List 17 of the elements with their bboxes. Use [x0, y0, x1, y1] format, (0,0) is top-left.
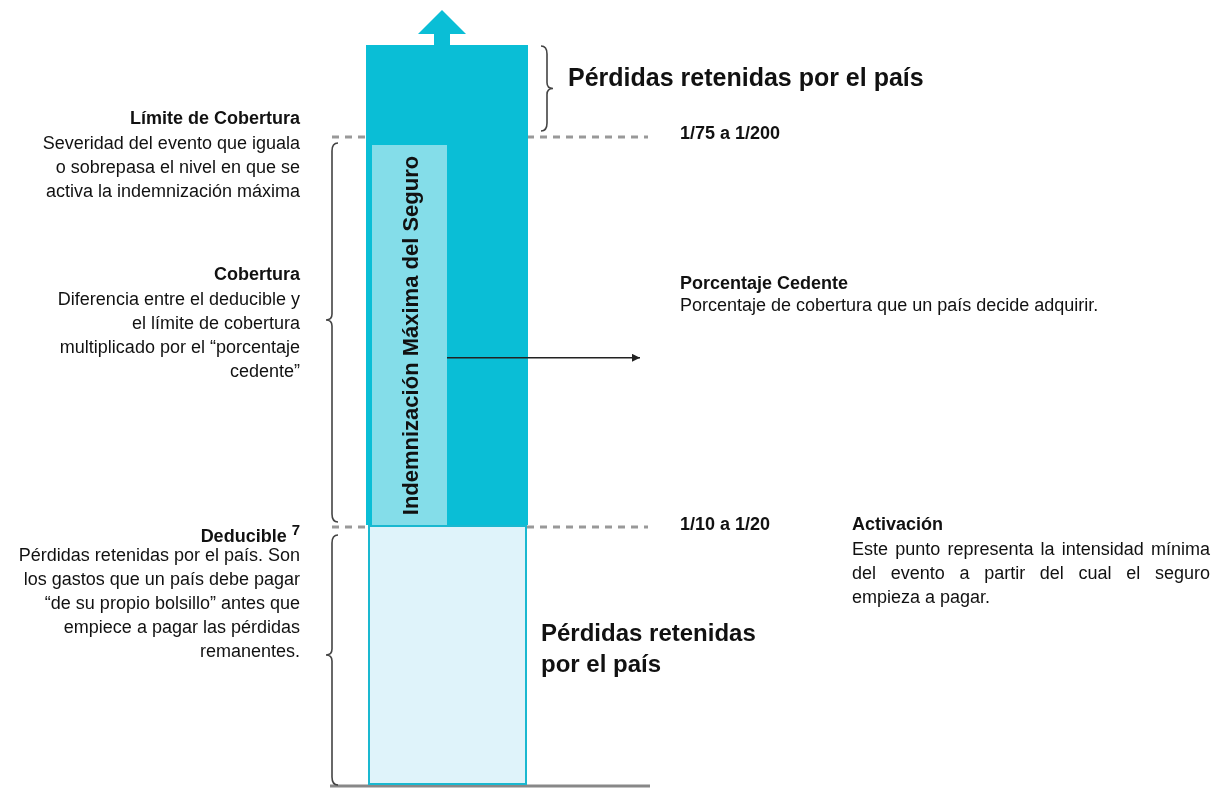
vertical-label: Indemnización Máxima del Seguro	[396, 155, 423, 515]
term-description: Severidad del evento que iguala o sobrepasa el nivel en que se activa la indemnización máxima	[41, 132, 300, 203]
column-bar	[366, 45, 528, 525]
arrow	[446, 353, 641, 362]
level-label: 1/75 a 1/200	[680, 122, 782, 145]
term-heading: Porcentaje Cedente	[680, 272, 850, 294]
level-label: 1/10 a 1/20	[680, 513, 772, 536]
section-label: Pérdidas retenidas por el país	[541, 618, 757, 679]
term-heading: Activación	[852, 513, 945, 536]
coverage-bar	[372, 145, 447, 525]
section-label: Pérdidas retenidas por el país	[568, 62, 925, 93]
term-description: Diferencia entre el deducible y el límite de cobertura multiplicado por el “porcentaje cedente”	[56, 288, 300, 383]
term-description: Porcentaje de cobertura que un país decide adquirir.	[680, 294, 1100, 316]
term-heading: Límite de Cobertura	[128, 107, 300, 130]
term-description: Este punto representa la intensidad mínima del evento a partir del cual el seguro empieza a pagar.	[852, 538, 1210, 609]
term-heading: Cobertura	[213, 263, 300, 286]
base-box	[368, 525, 527, 785]
